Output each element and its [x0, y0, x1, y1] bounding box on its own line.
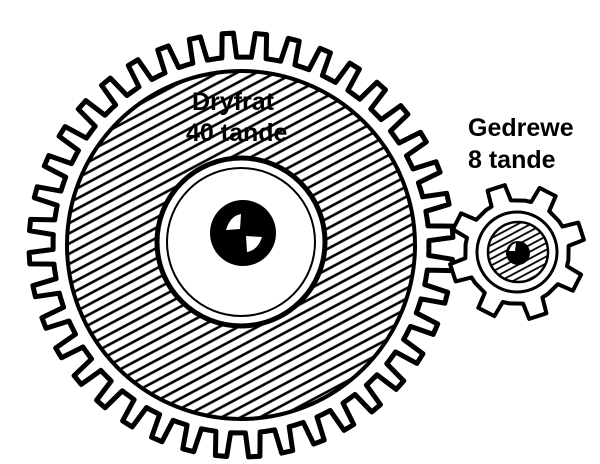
driving-gear-hub-ring — [166, 167, 316, 317]
driven-gear-axle — [506, 241, 530, 265]
driven-gear-teeth-label: 8 tande — [468, 146, 556, 174]
driven-gear: Gedrewe 8 tande — [448, 114, 586, 321]
driving-gear: Dryfrat 40 tande — [26, 30, 456, 460]
driving-gear-name: Dryfrat — [192, 88, 275, 116]
axle-highlight-icon — [509, 243, 516, 251]
driven-gear-name: Gedrewe — [468, 114, 574, 142]
axle-highlight-icon — [246, 236, 262, 252]
driving-gear-teeth-label: 40 tande — [186, 119, 288, 147]
driving-gear-axle — [210, 200, 276, 266]
axle-highlight-icon — [226, 214, 241, 230]
